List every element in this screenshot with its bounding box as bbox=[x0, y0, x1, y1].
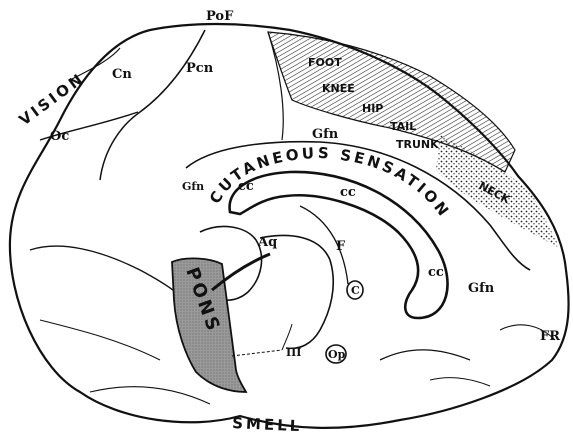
label-pof: PoF bbox=[206, 9, 234, 24]
temporal-contour-3 bbox=[90, 387, 210, 404]
frontal-sulcus bbox=[380, 350, 470, 360]
label-cc-mid: cc bbox=[340, 185, 356, 200]
label-cc-right: cc bbox=[428, 265, 444, 280]
label-gfn-right: Gfn bbox=[468, 281, 495, 296]
label-hip: HIP bbox=[362, 102, 383, 115]
label-tail: TAIL bbox=[390, 120, 416, 133]
label-pcn: Pcn bbox=[186, 61, 214, 76]
label-cc-left: cc bbox=[238, 179, 254, 194]
label-iii: III bbox=[286, 346, 301, 359]
label-foot: FOOT bbox=[308, 56, 342, 69]
label-gfn-top: Gfn bbox=[312, 127, 339, 142]
third-ventricle-outline bbox=[260, 236, 333, 349]
label-f: F bbox=[336, 239, 346, 254]
label-gfn-left: Gfn bbox=[182, 180, 204, 193]
label-oc: Oc bbox=[50, 129, 69, 144]
label-trunk: TRUNK bbox=[396, 138, 439, 151]
label-cn: Cn bbox=[112, 67, 132, 82]
label-c: C bbox=[351, 284, 360, 297]
third-nerve-line bbox=[232, 350, 282, 356]
frontal-sulcus-3 bbox=[430, 378, 490, 386]
label-knee: KNEE bbox=[322, 82, 355, 95]
label-fr: FR bbox=[540, 329, 560, 344]
label-op: Op bbox=[328, 348, 346, 361]
label-smell: SMELL bbox=[232, 414, 303, 435]
temporal-contour-2 bbox=[40, 320, 160, 360]
label-aq: Aq bbox=[257, 235, 277, 250]
label-vision: VISION bbox=[16, 69, 89, 129]
